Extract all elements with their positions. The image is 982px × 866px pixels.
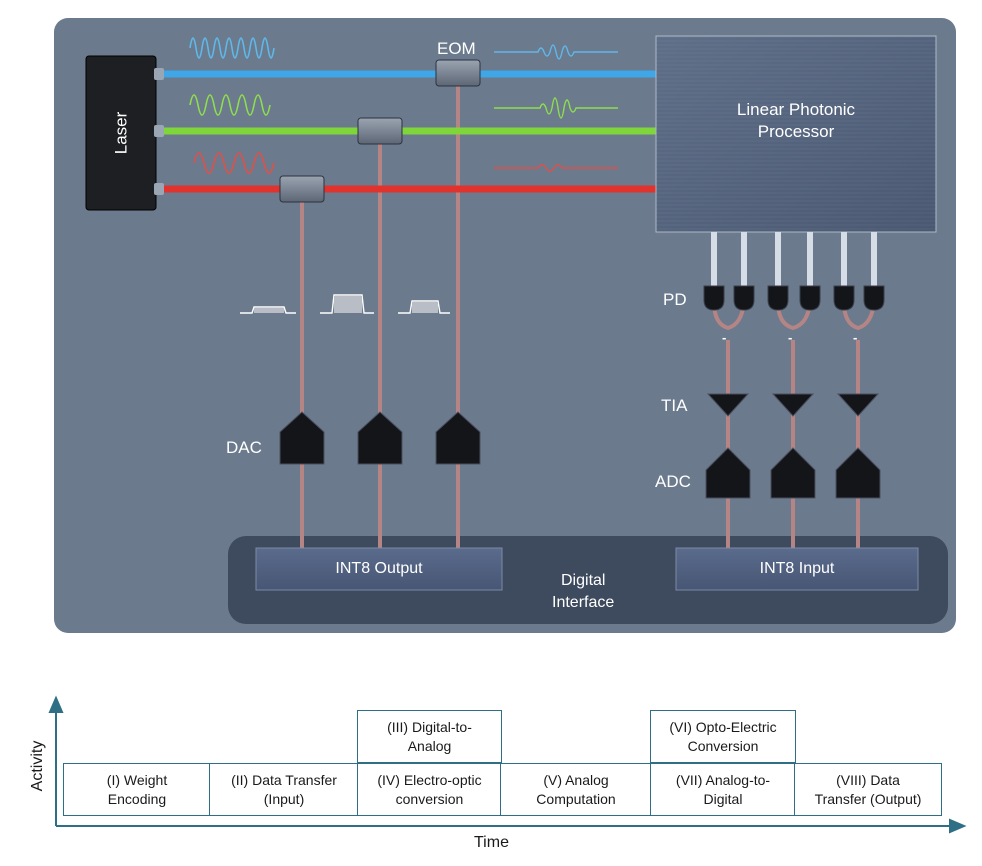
pd-label: PD [663, 290, 687, 309]
processor-label-wrap: Linear Photonic Processor [656, 36, 936, 232]
stage-viii-cell: (VIII) Data Transfer (Output) [794, 763, 942, 816]
stage-iii-line2: Analog [407, 737, 452, 754]
electrical-traces [300, 86, 876, 548]
photodiodes [703, 285, 885, 311]
stage-iv-cell: (IV) Electro-optic conversion [357, 763, 502, 816]
minus-sign-3: - [853, 330, 858, 345]
laser-ports [154, 68, 164, 195]
stage-iv-line1: (IV) Electro-optic [377, 771, 482, 788]
stage-vi-line1: (VI) Opto-Electric [669, 718, 777, 735]
stage-vi-line2: Conversion [687, 737, 759, 754]
stage-i-line1: (I) Weight [106, 771, 168, 788]
adc-blocks [705, 447, 881, 499]
stage-i-cell: (I) Weight Encoding [63, 763, 211, 816]
stage-vii-line1: (VII) Analog-to- [675, 771, 771, 788]
red-carrier-wave [193, 152, 275, 174]
dac-label: DAC [226, 438, 262, 457]
stage-v-line1: (V) Analog [543, 771, 609, 788]
green-modulated-wave [494, 97, 618, 119]
green-carrier-wave [189, 94, 271, 116]
stage-i-line2: Encoding [107, 790, 167, 807]
output-fibers [711, 232, 877, 288]
laser-label-wrap: Laser [86, 56, 156, 210]
tia-amplifiers [706, 393, 880, 417]
minus-sign-2: - [788, 330, 793, 345]
stage-iv-line2: conversion [395, 790, 464, 807]
tia-label: TIA [661, 396, 688, 415]
minus-sign-1: - [722, 330, 727, 345]
int8-output-label: INT8 Output [335, 560, 423, 577]
digital-interface-line2: Interface [552, 594, 615, 611]
blue-carrier-wave [189, 37, 275, 59]
stage-ii-cell: (II) Data Transfer (Input) [209, 763, 359, 816]
blue-modulated-wave [494, 44, 618, 60]
stage-iii-line1: (III) Digital-to- [387, 718, 472, 735]
int8-input-box [675, 547, 919, 591]
laser-label: Laser [111, 111, 130, 155]
stage-viii-line2: Transfer (Output) [814, 790, 922, 807]
dac-pulses [240, 294, 450, 314]
timeline-axes [48, 695, 967, 834]
eom-label: EOM [437, 39, 476, 58]
activity-axis-label: Activity [29, 740, 46, 792]
stage-iii-cell: (III) Digital-to- Analog [357, 710, 502, 763]
eom-green [357, 117, 403, 145]
int8-input-label: INT8 Input [759, 560, 835, 577]
stage-vii-line2: Digital [703, 790, 743, 807]
stage-viii-line1: (VIII) Data [836, 771, 900, 788]
stage-ii-line2: (Input) [263, 790, 305, 807]
eom-red [279, 175, 325, 203]
dac-blocks [279, 411, 481, 465]
time-axis-label: Time [474, 834, 509, 851]
int8-output-box [255, 547, 503, 591]
red-modulated-wave [494, 164, 618, 172]
processor-label-line2: Processor [757, 122, 835, 141]
stage-v-line2: Computation [536, 790, 616, 807]
digital-interface-line1: Digital [561, 572, 606, 589]
eom-blue [435, 59, 481, 87]
adc-label: ADC [655, 472, 691, 491]
stage-ii-line1: (II) Data Transfer [231, 771, 337, 788]
dac-pulse-fills [254, 296, 438, 313]
stage-v-cell: (V) Analog Computation [500, 763, 652, 816]
stage-vi-cell: (VI) Opto-Electric Conversion [650, 710, 796, 763]
stage-vii-cell: (VII) Analog-to- Digital [650, 763, 796, 816]
processor-label-line1: Linear Photonic [736, 100, 856, 119]
